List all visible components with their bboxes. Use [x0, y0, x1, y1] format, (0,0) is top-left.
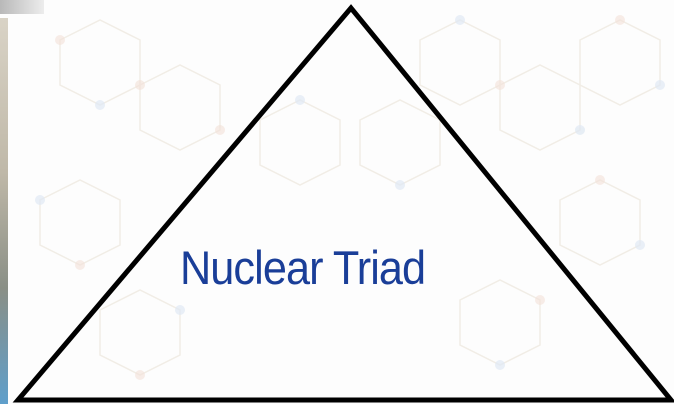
triangle-center-label: Nuclear Triad — [180, 238, 465, 298]
triangle-outline — [18, 8, 671, 400]
